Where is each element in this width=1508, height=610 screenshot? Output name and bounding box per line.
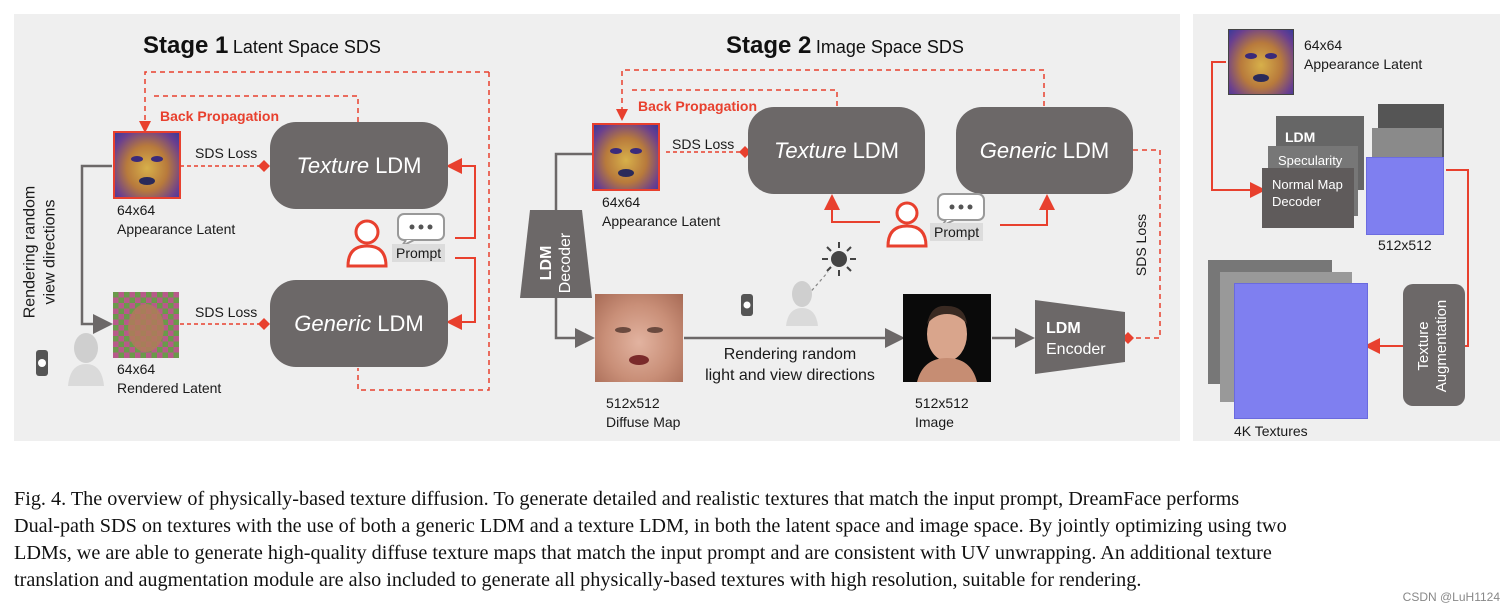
back-propagation-label-2: Back Propagation <box>638 98 758 114</box>
sds-loss-label-3: SDS Loss <box>672 136 735 152</box>
specularity-label: Specularity <box>1278 153 1343 168</box>
user-icon-1 <box>346 219 388 268</box>
normal-map-decoder-box <box>1262 168 1354 228</box>
image-res-label: 512x512 <box>915 395 969 411</box>
decoder-stack-ldm: LDM <box>1285 129 1316 145</box>
caption-line: translation and augmentation module are … <box>14 569 1142 591</box>
stage1-title: Stage 1 Latent Space SDS <box>143 32 381 59</box>
appearance-res-label: 64x64 <box>117 202 156 218</box>
prompt-label-2: Prompt <box>930 223 984 241</box>
prompt-label-1: Prompt <box>392 244 446 262</box>
textures-4k-front <box>1234 283 1368 419</box>
textures-4k-label: 4K Textures <box>1234 423 1308 439</box>
caption-line: Dual-path SDS on textures with the use o… <box>14 515 1287 537</box>
head-bust-icon-1 <box>68 333 104 386</box>
speech-bubble-icon-2 <box>937 193 985 226</box>
speech-bubble-icon-1 <box>397 213 445 246</box>
rendered-res-label: 64x64 <box>117 361 156 377</box>
diffuse-map-image <box>595 294 683 382</box>
image-label: Image <box>915 414 954 430</box>
stage2-title: Stage 2 Image Space SDS <box>726 32 964 59</box>
camera-icon-1 <box>36 350 48 376</box>
rendered-latent-label: Rendered Latent <box>117 380 222 396</box>
camera-icon-2 <box>741 294 753 316</box>
user-icon-2 <box>886 201 928 248</box>
ldm-decoder-shape <box>520 210 592 298</box>
back-propagation-label-1: Back Propagation <box>160 108 280 124</box>
appearance-latent-label: Appearance Latent <box>117 221 236 237</box>
ldm-encoder-shape <box>1035 300 1125 374</box>
figure-caption: Fig. 4. The overview of physically-based… <box>14 486 1506 594</box>
appearance-latent-image-2 <box>592 123 660 191</box>
head-bust-icon-2 <box>786 281 818 326</box>
rendered-latent-image <box>113 292 179 358</box>
sds-loss-label-1: SDS Loss <box>195 145 258 161</box>
diffuse-map-label: Diffuse Map <box>606 414 681 430</box>
texture-augmentation-box <box>1403 284 1465 406</box>
right-res-label: 64x64 <box>1304 37 1343 53</box>
diffuse-res-label: 512x512 <box>606 395 660 411</box>
caption-line: LDMs, we are able to generate high-quali… <box>14 542 1272 564</box>
appearance-res-label-2: 64x64 <box>602 194 641 210</box>
watermark: CSDN @LuH1124 <box>1402 590 1500 604</box>
sds-loss-label-2: SDS Loss <box>195 304 258 320</box>
appearance-latent-label-2: Appearance Latent <box>602 213 721 229</box>
right-appearance-label: Appearance Latent <box>1304 56 1423 72</box>
rendered-image <box>903 294 991 382</box>
caption-line: Fig. 4. The overview of physically-based… <box>14 488 1240 510</box>
appearance-latent-thumb <box>1228 29 1294 95</box>
texture-res-label: 512x512 <box>1378 237 1432 253</box>
appearance-latent-image <box>113 131 181 199</box>
sds-loss-vertical-label: SDS Loss <box>1133 213 1150 277</box>
normal-map-texture <box>1366 157 1444 235</box>
light-sun-icon <box>822 242 856 276</box>
